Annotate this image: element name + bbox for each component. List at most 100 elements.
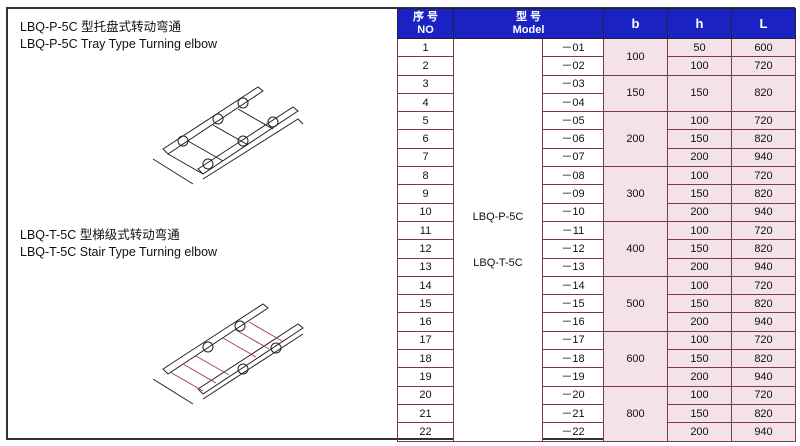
row-number: 16 bbox=[397, 312, 454, 332]
model-suffix: －06 bbox=[542, 129, 604, 149]
model-suffix: －17 bbox=[542, 330, 604, 351]
row-number: 14 bbox=[397, 275, 454, 296]
row-number: 4 bbox=[397, 92, 454, 113]
row-number: 10 bbox=[397, 202, 454, 222]
L-value: 940 bbox=[731, 147, 796, 168]
h-value: 200 bbox=[667, 257, 732, 277]
model-names: LBQ-P-5C LBQ-T-5C bbox=[453, 38, 543, 442]
figure-panel: LBQ-P-5C 型托盘式转动弯通 LBQ-P-5C Tray Type Tur… bbox=[8, 9, 396, 439]
model-suffix: －19 bbox=[542, 367, 604, 387]
L-value: 940 bbox=[731, 202, 796, 222]
b-value: 600 bbox=[603, 330, 668, 387]
row-number: 17 bbox=[397, 330, 454, 351]
model-suffix: －12 bbox=[542, 239, 604, 259]
row-number: 18 bbox=[397, 349, 454, 369]
model-suffix: －07 bbox=[542, 147, 604, 168]
stair-elbow-drawing bbox=[152, 303, 304, 405]
L-value: 820 bbox=[731, 184, 796, 204]
row-number: 20 bbox=[397, 385, 454, 405]
row-number: 19 bbox=[397, 367, 454, 387]
L-value: 820 bbox=[731, 294, 796, 314]
row-number: 9 bbox=[397, 184, 454, 204]
h-value: 150 bbox=[667, 294, 732, 314]
model-suffix: －03 bbox=[542, 74, 604, 94]
L-value: 940 bbox=[731, 257, 796, 277]
h-value: 200 bbox=[667, 312, 732, 332]
row-number: 6 bbox=[397, 129, 454, 149]
stair-title-cn: LBQ-T-5C 型梯级式转动弯通 bbox=[20, 228, 180, 242]
model-t: LBQ-T-5C bbox=[473, 256, 523, 269]
b-value: 500 bbox=[603, 275, 668, 332]
tray-title-en: LBQ-P-5C Tray Type Turning elbow bbox=[20, 37, 218, 51]
tray-title-cn: LBQ-P-5C 型托盘式转动弯通 bbox=[20, 20, 182, 34]
model-suffix: －18 bbox=[542, 349, 604, 369]
h-value: 150 bbox=[667, 403, 732, 424]
model-suffix: －08 bbox=[542, 166, 604, 186]
L-value: 720 bbox=[731, 111, 796, 131]
b-value: 100 bbox=[603, 38, 668, 76]
model-suffix: －02 bbox=[542, 56, 604, 76]
row-number: 11 bbox=[397, 220, 454, 241]
stair-title-en: LBQ-T-5C Stair Type Turning elbow bbox=[20, 245, 218, 259]
model-suffix: －10 bbox=[542, 202, 604, 222]
row-number: 3 bbox=[397, 74, 454, 94]
L-value: 720 bbox=[731, 56, 796, 76]
L-value: 820 bbox=[731, 349, 796, 369]
h-value: 200 bbox=[667, 147, 732, 168]
model-suffix: －05 bbox=[542, 111, 604, 131]
b-value: 300 bbox=[603, 166, 668, 222]
b-value: 150 bbox=[603, 74, 668, 113]
b-value: 800 bbox=[603, 385, 668, 442]
L-value: 940 bbox=[731, 422, 796, 442]
model-suffix: －14 bbox=[542, 275, 604, 296]
model-suffix: －16 bbox=[542, 312, 604, 332]
table-row: 4－04 bbox=[397, 92, 796, 113]
h-value: 150 bbox=[667, 129, 732, 149]
L-value: 820 bbox=[731, 239, 796, 259]
h-value: 100 bbox=[667, 275, 732, 296]
model-suffix: －20 bbox=[542, 385, 604, 405]
L-value: 720 bbox=[731, 385, 796, 405]
L-value: 720 bbox=[731, 330, 796, 351]
row-number: 7 bbox=[397, 147, 454, 168]
model-suffix: －15 bbox=[542, 294, 604, 314]
header-L: L bbox=[731, 8, 796, 39]
row-number: 21 bbox=[397, 403, 454, 424]
row-number: 22 bbox=[397, 422, 454, 442]
header-model-en: Model bbox=[512, 23, 545, 36]
L-value: 820 bbox=[731, 74, 796, 113]
h-value: 200 bbox=[667, 202, 732, 222]
model-p: LBQ-P-5C bbox=[472, 210, 524, 223]
h-value: 100 bbox=[667, 385, 732, 405]
L-value: 720 bbox=[731, 220, 796, 241]
row-number: 2 bbox=[397, 56, 454, 76]
h-value: 100 bbox=[667, 56, 732, 76]
header-no-en: NO bbox=[417, 23, 434, 36]
model-suffix: －22 bbox=[542, 422, 604, 442]
header-no-cn: 序 号 bbox=[412, 10, 439, 23]
b-value: 200 bbox=[603, 111, 668, 168]
model-suffix: －01 bbox=[542, 37, 604, 58]
h-value: 50 bbox=[667, 37, 732, 58]
row-number: 8 bbox=[397, 166, 454, 186]
header-h: h bbox=[667, 8, 732, 39]
row-number: 1 bbox=[397, 37, 454, 58]
L-value: 720 bbox=[731, 275, 796, 296]
h-value: 150 bbox=[667, 349, 732, 369]
header-model-cn: 型 号 bbox=[515, 10, 542, 23]
L-value: 940 bbox=[731, 367, 796, 387]
h-value: 100 bbox=[667, 220, 732, 241]
